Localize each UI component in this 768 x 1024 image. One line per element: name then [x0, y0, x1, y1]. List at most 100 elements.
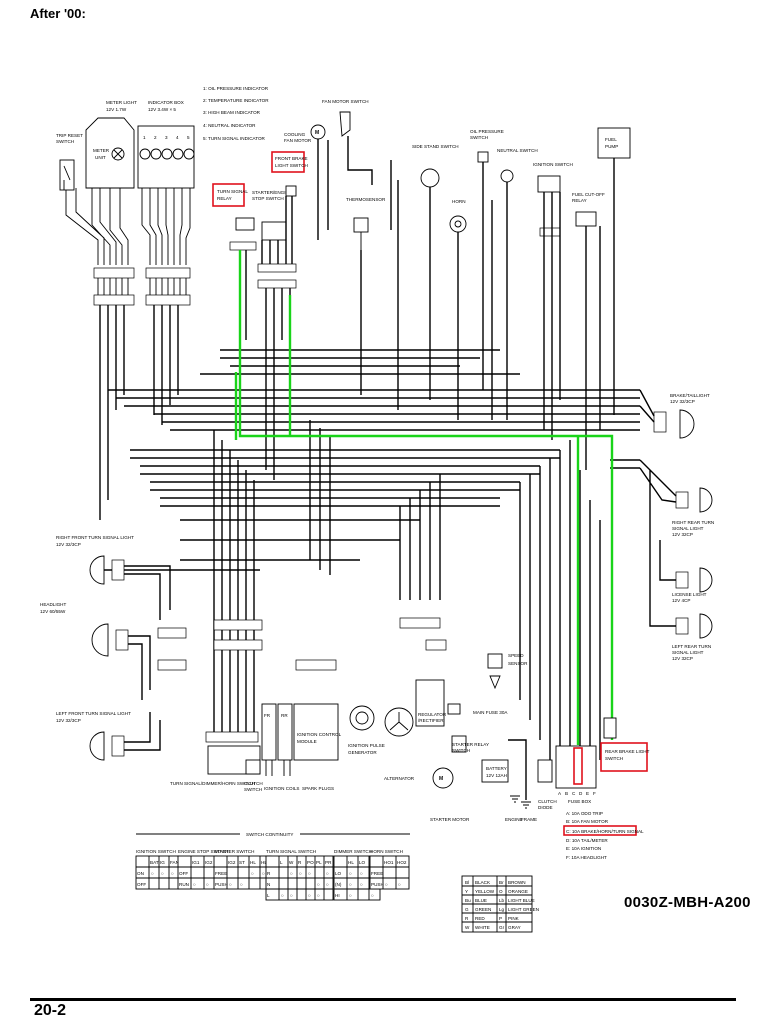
svg-text:SWITCH: SWITCH: [605, 756, 623, 761]
svg-text:/RECTIFIER: /RECTIFIER: [418, 718, 444, 723]
svg-text:BATTERY: BATTERY: [486, 766, 507, 771]
continuity-cell: ON: [137, 871, 144, 876]
continuity-cell: PUSH: [215, 882, 228, 887]
svg-text:1: 1: [143, 135, 146, 140]
fuel-cutoff-relay: FUEL CUT-OFF RELAY: [572, 192, 605, 227]
ignition-pulse-generator: IGNITION PULSE GENERATOR: [348, 705, 385, 755]
svg-text:DIODE: DIODE: [538, 805, 553, 810]
svg-text:LIGHT GREEN: LIGHT GREEN: [508, 907, 539, 912]
svg-text:ENGINE: ENGINE: [505, 817, 523, 822]
svg-text:REAR BRAKE LIGHT: REAR BRAKE LIGHT: [605, 749, 650, 754]
continuity-table-title: IGNITION SWITCH: [136, 849, 176, 854]
svg-text:F: F: [593, 791, 596, 796]
license-light: LICENSE LIGHT 12V 4CP: [672, 567, 713, 603]
svg-text:E: E: [586, 791, 589, 796]
continuity-cell: ○: [161, 871, 164, 876]
regulator-rectifier: REGULATOR /RECTIFIER: [399, 617, 447, 727]
svg-text:M: M: [315, 130, 319, 136]
continuity-col-header: HL: [250, 860, 256, 865]
svg-text:FUEL: FUEL: [605, 137, 617, 142]
meter-harness: [65, 188, 191, 520]
continuity-col-header: IG1: [192, 860, 200, 865]
svg-text:LEFT REAR TURN: LEFT REAR TURN: [672, 644, 711, 649]
svg-text:SWITCH: SWITCH: [452, 748, 470, 753]
continuity-cell: LO: [335, 871, 342, 876]
svg-text:12V 12AH: 12V 12AH: [486, 773, 507, 778]
svg-text:RELAY: RELAY: [217, 196, 232, 201]
rear-light-wires: [639, 389, 677, 627]
continuity-cell: ○: [151, 871, 154, 876]
svg-text:12V 60/55W: 12V 60/55W: [40, 609, 66, 614]
turn-signal-relay-highlight: [212, 183, 245, 207]
frame-ground: FRAME: [521, 801, 537, 822]
svg-text:R: R: [465, 916, 469, 921]
svg-text:METER LIGHT: METER LIGHT: [106, 100, 137, 105]
svg-text:12V 32CP: 12V 32CP: [672, 532, 693, 537]
svg-text:12V 32/3CP: 12V 32/3CP: [670, 399, 695, 404]
continuity-cell: ○: [398, 882, 401, 887]
continuity-cell: ○: [171, 871, 174, 876]
continuity-cell: OFF: [137, 882, 146, 887]
continuity-col-header: PO: [307, 860, 314, 865]
svg-text:OIL PRESSURE: OIL PRESSURE: [470, 129, 504, 134]
continuity-cell: ○: [193, 882, 196, 887]
svg-text:STOP SWITCH: STOP SWITCH: [252, 196, 284, 201]
horn: HORN: [449, 199, 467, 233]
legend-line: 4: NEUTRAL INDICATOR: [203, 123, 256, 128]
fuse-box: A B C D E F FUSE BOX: [555, 745, 597, 804]
svg-text:SWITCH: SWITCH: [56, 139, 74, 144]
svg-text:M: M: [439, 776, 443, 782]
svg-text:GRAY: GRAY: [508, 925, 521, 930]
headlight: HEADLIGHT 12V 60/55W: [40, 602, 129, 657]
svg-text:F: 10A HEADLIGHT: F: 10A HEADLIGHT: [566, 855, 607, 860]
ignition-switch: IGNITION SWITCH: [533, 162, 573, 237]
svg-text:HEADLIGHT: HEADLIGHT: [40, 602, 66, 607]
side-stand-switch: SIDE STAND SWITCH: [412, 144, 459, 188]
continuity-col-header: W: [289, 860, 294, 865]
continuity-cell: FREE: [215, 871, 227, 876]
continuity-cell: ○: [229, 882, 232, 887]
continuity-col-header: IG2: [205, 860, 213, 865]
svg-text:FRAME: FRAME: [521, 817, 537, 822]
svg-text:FAN MOTOR: FAN MOTOR: [284, 138, 312, 143]
svg-text:THERMOSENSOR: THERMOSENSOR: [346, 197, 386, 202]
svg-text:Bl: Bl: [465, 880, 469, 885]
svg-text:WHITE: WHITE: [475, 925, 490, 930]
svg-text:TURN SIGNAL: TURN SIGNAL: [217, 189, 248, 194]
continuity-cell: FREE: [371, 871, 383, 876]
svg-text:INDICATOR BOX: INDICATOR BOX: [148, 100, 184, 105]
fuse-list: A: 10A ODO TRIP B: 10A FAN MOTOR C: 10A …: [563, 811, 644, 860]
legend-line: 2: TEMPERATURE INDICATOR: [203, 98, 269, 103]
svg-text:CLUTCH: CLUTCH: [244, 781, 263, 786]
svg-text:2: 2: [154, 135, 157, 140]
indicator-legend: 1: OIL PRESSURE INDICATOR 2: TEMPERATURE…: [203, 86, 269, 141]
clutch-switch: CLUTCH SWITCH: [244, 759, 263, 792]
continuity-cell: ○: [360, 871, 363, 876]
continuity-col-header: FAN: [170, 860, 179, 865]
continuity-cell: N: [267, 882, 270, 887]
continuity-cell: ○: [349, 882, 352, 887]
clutch-diode: CLUTCH DIODE: [537, 759, 557, 810]
svg-text:UNIT: UNIT: [95, 155, 106, 160]
continuity-col-header: HL1: [261, 860, 270, 865]
continuity-cell: R: [267, 871, 271, 876]
ignition-coils: FR RR IGNITION COILS: [261, 703, 299, 791]
svg-text:12V 32CP: 12V 32CP: [672, 656, 693, 661]
continuity-cell: ○: [206, 882, 209, 887]
handlebar-connectors: [157, 619, 263, 743]
svg-text:PINK: PINK: [508, 916, 520, 921]
brake-taillight: BRAKE/TAILLIGHT 12V 32/3CP: [653, 393, 710, 439]
cooling-fan-motor: COOLING FAN MOTOR M: [284, 124, 326, 143]
svg-text:RELAY: RELAY: [572, 198, 587, 203]
front-brake-light-switch: FRONT BRAKE LIGHT SWITCH: [271, 151, 308, 197]
continuity-col-header: IG2: [228, 860, 236, 865]
ignition-control-module: IGNITION CONTROL MODULE: [293, 659, 342, 761]
svg-text:RIGHT REAR TURN: RIGHT REAR TURN: [672, 520, 714, 525]
thermosensor: THERMOSENSOR: [346, 197, 386, 250]
right-front-turn-light: RIGHT FRONT TURN SIGNAL LIGHT 12V 32/3CP: [56, 535, 134, 585]
continuity-cell: ○: [360, 882, 363, 887]
indicator-box: INDICATOR BOX 12V 3.4W × 5 1 2 3 4 5: [137, 100, 195, 189]
